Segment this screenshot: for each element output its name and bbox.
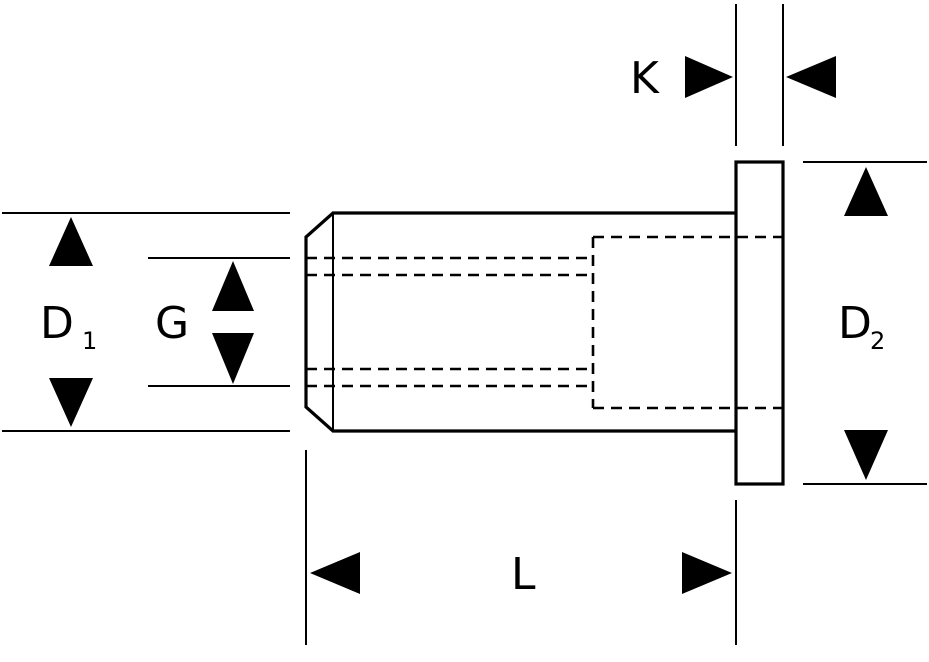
l-arrow-right: [682, 552, 732, 594]
k-arrow-right: [685, 56, 733, 98]
dimension-g: G: [155, 261, 254, 384]
d1-arrow-up: [49, 217, 93, 266]
k-label: K: [630, 53, 660, 104]
dimension-d1: D 1: [40, 217, 97, 427]
g-arrow-down: [212, 333, 254, 384]
d2-label: D: [838, 298, 872, 349]
flange-outline: [734, 160, 785, 486]
l-arrow-left: [310, 552, 360, 594]
d2-arrow-up: [844, 167, 888, 216]
g-arrow-up: [212, 261, 254, 311]
l-label: L: [511, 549, 536, 600]
rivet-nut-body: [304, 160, 785, 486]
dimension-l: L: [310, 549, 732, 600]
d1-subscript: 1: [82, 327, 97, 355]
d2-arrow-down: [844, 430, 888, 480]
d2-subscript: 2: [870, 327, 885, 355]
hidden-lines: [306, 235, 783, 410]
g-label: G: [155, 298, 189, 349]
shank-outline: [304, 211, 736, 433]
dimension-d2: D 2: [838, 167, 888, 480]
d1-arrow-down: [49, 378, 93, 427]
extension-lines: [2, 4, 927, 645]
d1-label: D: [40, 298, 74, 349]
k-arrow-left: [786, 56, 836, 98]
dimension-k: K: [630, 53, 836, 104]
